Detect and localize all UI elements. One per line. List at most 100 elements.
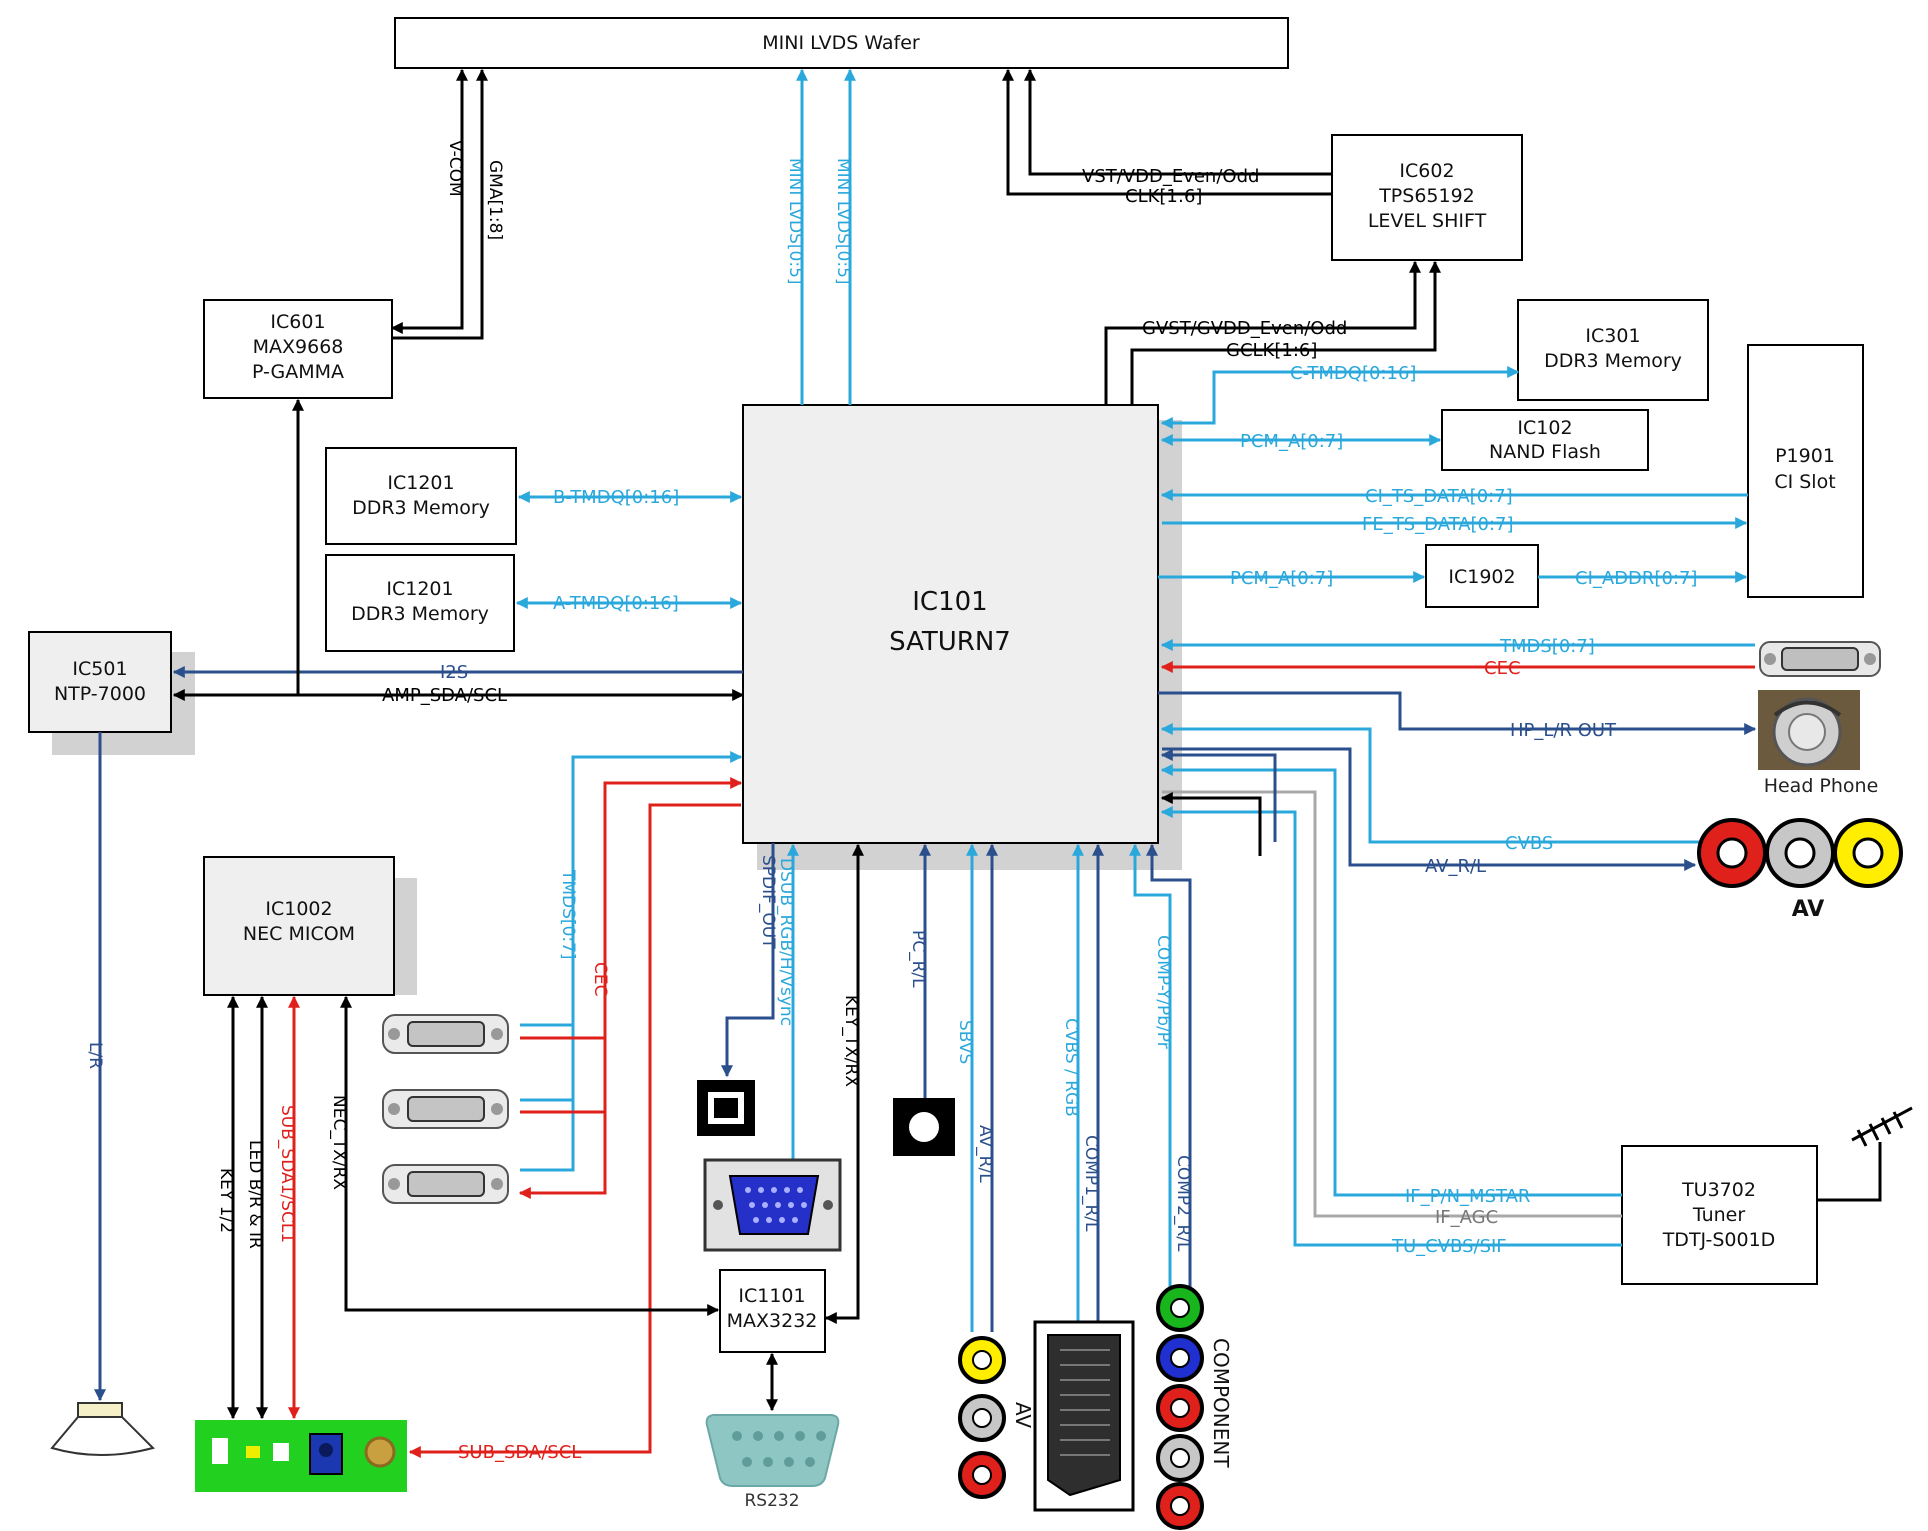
tu3702-line2: Tuner <box>1692 1204 1745 1226</box>
mini-lvds-label: MINI LVDS Wafer <box>762 32 920 54</box>
key-txrx-label: KEY_TX/RX <box>841 995 861 1087</box>
if-pn-label: IF_P/N_MSTAR <box>1405 1186 1530 1207</box>
cvbs-rgb-line: CVBS / RGB <box>1061 843 1084 1323</box>
mini-tap-2 <box>1160 792 1262 856</box>
hp-out-line: HP_L/R OUT <box>1158 691 1757 741</box>
tmds-right-label: TMDS[0:7] <box>1499 636 1595 657</box>
spdif-label: SPDIF_OUT <box>758 855 778 949</box>
ic601-line1: IC601 <box>270 311 325 333</box>
scart-connector-icon <box>1033 1320 1135 1512</box>
comp2-line: COMP2_R/L <box>1146 843 1193 1290</box>
cvbs-right-label: CVBS <box>1505 833 1553 854</box>
dsub-vga-icon <box>703 1158 842 1252</box>
key12-line: KEY 1/2 <box>216 995 239 1420</box>
fe-ts-data-label: FE_TS_DATA[0:7] <box>1362 514 1514 535</box>
p1901-line1: P1901 <box>1775 445 1835 467</box>
cec-vertical-label: CEC <box>590 962 610 996</box>
vcom-line: V-COM <box>390 68 468 334</box>
ci-ts-data-label: CI_TS_DATA[0:7] <box>1365 486 1513 507</box>
fe-ts-data-line: FE_TS_DATA[0:7] <box>1162 514 1748 535</box>
cvbs-right-line: CVBS <box>1160 723 1708 854</box>
ic301-ddr3: IC301 DDR3 Memory <box>1517 299 1709 401</box>
c-tmdq-line: C-TMDQ[0:16] <box>1160 363 1520 429</box>
headphone-icon: Head Phone <box>1758 690 1878 797</box>
gma-label: GMA[1:8] <box>485 160 505 240</box>
ci-addr-line: CI_ADDR[0:7] <box>1538 568 1748 589</box>
vst-line: VST/VDD_Even/Odd <box>1024 68 1332 187</box>
vcom-label: V-COM <box>445 140 465 197</box>
ic602-line3: LEVEL SHIFT <box>1368 210 1487 232</box>
a-tmdq-label: A-TMDQ[0:16] <box>553 593 679 614</box>
tu-cvbs-label: TU_CVBS/SIF <box>1391 1236 1507 1257</box>
ic602-line2: TPS65192 <box>1378 185 1475 207</box>
key-board-icon <box>195 1420 407 1492</box>
key12-label: KEY 1/2 <box>216 1168 236 1233</box>
speaker-icon <box>50 1402 155 1456</box>
comp-y-line: COMP-Y/Pb/Pr <box>1129 843 1173 1290</box>
rs232-label: RS232 <box>744 1491 799 1511</box>
hdmi-connector-icon-3 <box>382 1164 509 1204</box>
ic602-level-shift: IC602 TPS65192 LEVEL SHIFT <box>1331 134 1523 261</box>
comp1-line: COMP1_R/L <box>1081 843 1104 1323</box>
ic1201-ddr3-a: IC1201 DDR3 Memory <box>325 554 515 652</box>
ic601-line2: MAX9668 <box>253 336 344 358</box>
av-rl-vertical-label: AV_R/L <box>975 1125 995 1183</box>
ic1101-max3232: IC1101 MAX3232 <box>719 1269 826 1353</box>
dsub-line: DSUB_RGB/H/Vsync <box>776 843 799 1162</box>
av-bottom-label: AV <box>1011 1402 1035 1428</box>
tu3702-line1: TU3702 <box>1681 1179 1756 1201</box>
if-agc-line: IF_AGC <box>1162 790 1622 1228</box>
sbvs-label: SBVS <box>955 1020 975 1064</box>
pcm-a-line-2: PCM_A[0:7] <box>1158 568 1426 589</box>
ic102-line2: NAND Flash <box>1489 441 1601 463</box>
av-rl-label: AV_R/L <box>1425 856 1486 877</box>
ic501-line2: NTP-7000 <box>54 683 146 705</box>
dsub-label: DSUB_RGB/H/Vsync <box>776 858 796 1026</box>
sub-sda1-label: SUB_SDA1/SCL1 <box>277 1105 297 1243</box>
ic1002-nec-micom: IC1002 NEC MICOM <box>203 856 417 996</box>
ic501-line1: IC501 <box>72 658 127 680</box>
pcm-a-label-2: PCM_A[0:7] <box>1230 568 1333 589</box>
ic101-line1: IC101 <box>912 587 987 617</box>
cvbs-rgb-label: CVBS / RGB <box>1061 1018 1081 1117</box>
ic1902: IC1902 <box>1425 544 1539 608</box>
component-label: COMPONENT <box>1209 1338 1233 1468</box>
nec-txrx-label: NEC_TX/RX <box>329 1095 349 1190</box>
led-line: LED B/R & IR <box>245 995 268 1420</box>
gma-line: GMA[1:8] <box>392 68 505 340</box>
amp-sda-line: AMP_SDA/SCL <box>172 398 745 706</box>
p1901-ci-slot: P1901 CI Slot <box>1747 344 1864 598</box>
mini-lvds-label-2: MINI LVDS[0:5] <box>833 158 853 285</box>
clk-line: CLK[1:6] <box>1002 68 1332 207</box>
mini-lvds-label-1: MINI LVDS[0:5] <box>785 158 805 285</box>
ic1201-ddr3-b: IC1201 DDR3 Memory <box>325 447 517 545</box>
gclk-label: GCLK[1:6] <box>1226 340 1317 361</box>
sub-sda-label: SUB_SDA/SCL <box>458 1442 581 1463</box>
mini-lvds-wafer: MINI LVDS Wafer <box>394 17 1289 69</box>
tmds-vertical-label: TMDS[0:7] <box>558 869 578 960</box>
pc-rl-line: PC_R/L <box>908 843 931 1098</box>
lr-label: L/R <box>85 1042 105 1069</box>
ic1002-line1: IC1002 <box>265 898 332 920</box>
nec-txrx-line: NEC_TX/RX <box>329 995 720 1316</box>
i2s-label: I2S <box>440 662 468 683</box>
headphone-label: Head Phone <box>1764 775 1879 797</box>
comp2-label: COMP2_R/L <box>1173 1155 1193 1252</box>
hdmi-connector-icon-right <box>1759 641 1881 677</box>
i2s-line: I2S <box>172 662 743 683</box>
hp-out-label: HP_L/R OUT <box>1510 720 1617 741</box>
ic1002-line2: NEC MICOM <box>243 923 355 945</box>
ic102-nand-flash: IC102 NAND Flash <box>1441 409 1649 471</box>
mini-tap-1 <box>1160 749 1277 842</box>
key-txrx-line: KEY_TX/RX <box>824 843 864 1324</box>
clk-label: CLK[1:6] <box>1125 186 1202 207</box>
ic601-p-gamma: IC601 MAX9668 P-GAMMA <box>203 299 393 399</box>
comp-y-label: COMP-Y/Pb/Pr <box>1153 935 1173 1049</box>
sbvs-line: SBVS <box>955 843 978 1332</box>
c-tmdq-label: C-TMDQ[0:16] <box>1290 363 1416 384</box>
ic501-ntp7000: IC501 NTP-7000 <box>28 631 195 755</box>
gvst-line: GVST/GVDD_Even/Odd <box>1104 260 1421 405</box>
av-rca-jacks-right: AV <box>1697 818 1903 922</box>
ic301-line2: DDR3 Memory <box>1544 350 1682 372</box>
vst-label: VST/VDD_Even/Odd <box>1082 166 1259 187</box>
